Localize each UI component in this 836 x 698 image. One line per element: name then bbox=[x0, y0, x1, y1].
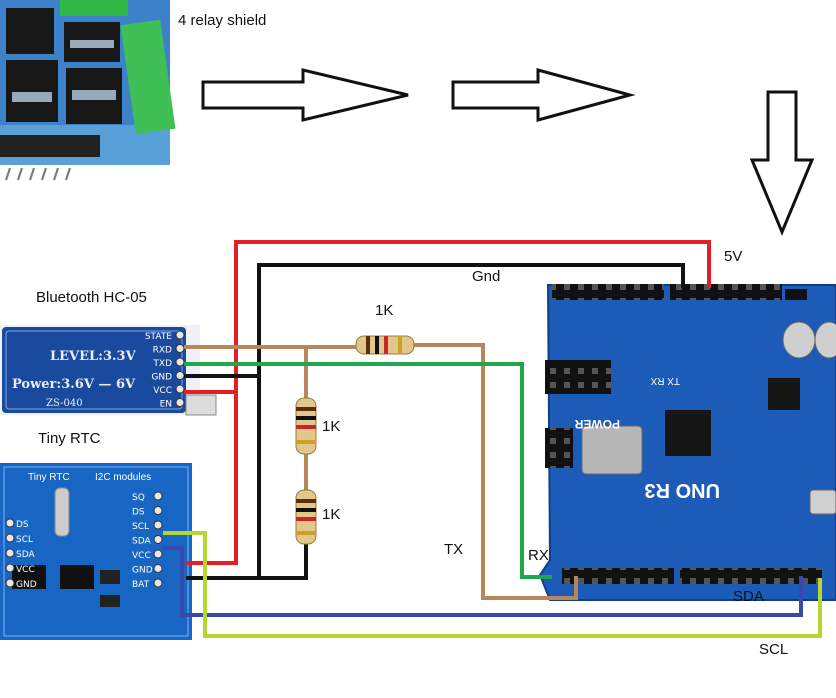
pin-hole-icon bbox=[175, 344, 185, 353]
pin-hole-icon bbox=[153, 578, 163, 588]
tx-rx-text: TX RX bbox=[650, 375, 680, 386]
pin-label-sda: SDA bbox=[132, 537, 151, 547]
arrow-down-icon bbox=[749, 90, 815, 236]
pin-hole-icon bbox=[5, 578, 15, 588]
bt-power-text: Power:3.6V — 6V bbox=[12, 377, 136, 392]
pin-label-gnd: GND bbox=[16, 580, 37, 590]
resistor-1k-bottom bbox=[295, 489, 317, 545]
pin-label-sda: SDA bbox=[16, 550, 35, 560]
wire-5v-label: 5V bbox=[724, 248, 743, 265]
pin-hole-icon bbox=[175, 398, 185, 407]
pin-hole-icon bbox=[5, 518, 15, 528]
pin-label-rxd: RXD bbox=[153, 346, 172, 356]
pin-hole-icon bbox=[153, 520, 163, 530]
rtc-subtitle-text: I2C modules bbox=[95, 472, 151, 483]
rtc-title-text: Tiny RTC bbox=[28, 472, 70, 483]
wire-gnd-label: Gnd bbox=[472, 268, 501, 285]
arrow-right-icon bbox=[201, 68, 409, 122]
relay-shield-image bbox=[0, 0, 176, 181]
digital-header-low bbox=[562, 568, 674, 584]
power-header bbox=[670, 284, 782, 300]
pin-hole-icon bbox=[153, 535, 163, 544]
resistor-1k-middle bbox=[295, 397, 317, 455]
pin-hole-icon bbox=[153, 491, 163, 501]
wire-sda bbox=[163, 546, 803, 617]
bluetooth-module: LEVEL:3.3V Power:3.6V — 6V ZS-040 STATE R… bbox=[0, 325, 217, 416]
pin-label-ds: DS bbox=[16, 520, 29, 530]
wire-gnd-divider bbox=[259, 540, 308, 580]
pin-label-txd: TXD bbox=[152, 359, 172, 369]
pin-hole-icon bbox=[175, 357, 185, 367]
wire-tx-out bbox=[412, 343, 578, 600]
wire-5v bbox=[186, 240, 711, 565]
wire-tx-label: TX bbox=[444, 541, 464, 558]
pin-label-en: EN bbox=[160, 400, 172, 410]
pin-label-sq: SQ bbox=[132, 493, 145, 503]
pin-hole-icon bbox=[5, 563, 15, 573]
relay-shield-label: 4 relay shield bbox=[178, 12, 267, 29]
bt-level-text: LEVEL:3.3V bbox=[50, 349, 137, 364]
board-model-text: UNO R3 bbox=[644, 479, 720, 501]
arrow-right-icon bbox=[451, 68, 636, 122]
pin-hole-icon bbox=[153, 549, 163, 559]
bluetooth-label: Bluetooth HC-05 bbox=[36, 289, 147, 306]
pin-hole-icon bbox=[5, 548, 15, 558]
resistor-top-label: 1K bbox=[375, 302, 394, 319]
wire-rx bbox=[184, 362, 552, 579]
pin-hole-icon bbox=[153, 564, 163, 573]
pin-label-scl: SCL bbox=[16, 535, 33, 545]
resistor-mid-label: 1K bbox=[322, 418, 341, 435]
pin-label-ds: DS bbox=[132, 508, 145, 518]
pin-hole-icon bbox=[5, 533, 15, 543]
pin-label-vcc: VCC bbox=[132, 551, 151, 561]
digital-header-high bbox=[680, 568, 822, 584]
resistor-1k-top bbox=[355, 335, 415, 355]
wire-scl-label: SCL bbox=[759, 641, 789, 658]
pin-label-scl: SCL bbox=[132, 522, 149, 532]
analog-header bbox=[552, 284, 664, 300]
wire-sda-label: SDA bbox=[733, 588, 764, 605]
power-header-text: POWER bbox=[574, 417, 620, 431]
pin-label-vcc: VCC bbox=[153, 386, 172, 396]
bt-model-text: ZS-040 bbox=[46, 398, 83, 409]
pin-label-gnd: GND bbox=[151, 373, 172, 383]
wire-gnd bbox=[186, 263, 685, 580]
pin-label-vcc: VCC bbox=[16, 565, 35, 575]
wire-scl bbox=[163, 531, 822, 638]
tiny-rtc-label: Tiny RTC bbox=[38, 430, 101, 447]
pin-hole-icon bbox=[175, 384, 185, 394]
pin-label-gnd: GND bbox=[132, 566, 153, 576]
rtc-module: Tiny RTC I2C modules DS SCL SDA VCC GND SQ DS S… bbox=[0, 463, 192, 640]
pin-hole-icon bbox=[175, 371, 185, 380]
pin-hole-icon bbox=[175, 330, 185, 340]
pin-label-state: STATE bbox=[145, 332, 172, 342]
wire-rx-label: RX bbox=[528, 547, 549, 564]
arduino-uno-board: POWER UNO R3 TX RX bbox=[538, 284, 836, 601]
pin-label-bat: BAT bbox=[132, 580, 150, 590]
resistor-bottom-label: 1K bbox=[322, 506, 341, 523]
pin-hole-icon bbox=[153, 506, 163, 515]
